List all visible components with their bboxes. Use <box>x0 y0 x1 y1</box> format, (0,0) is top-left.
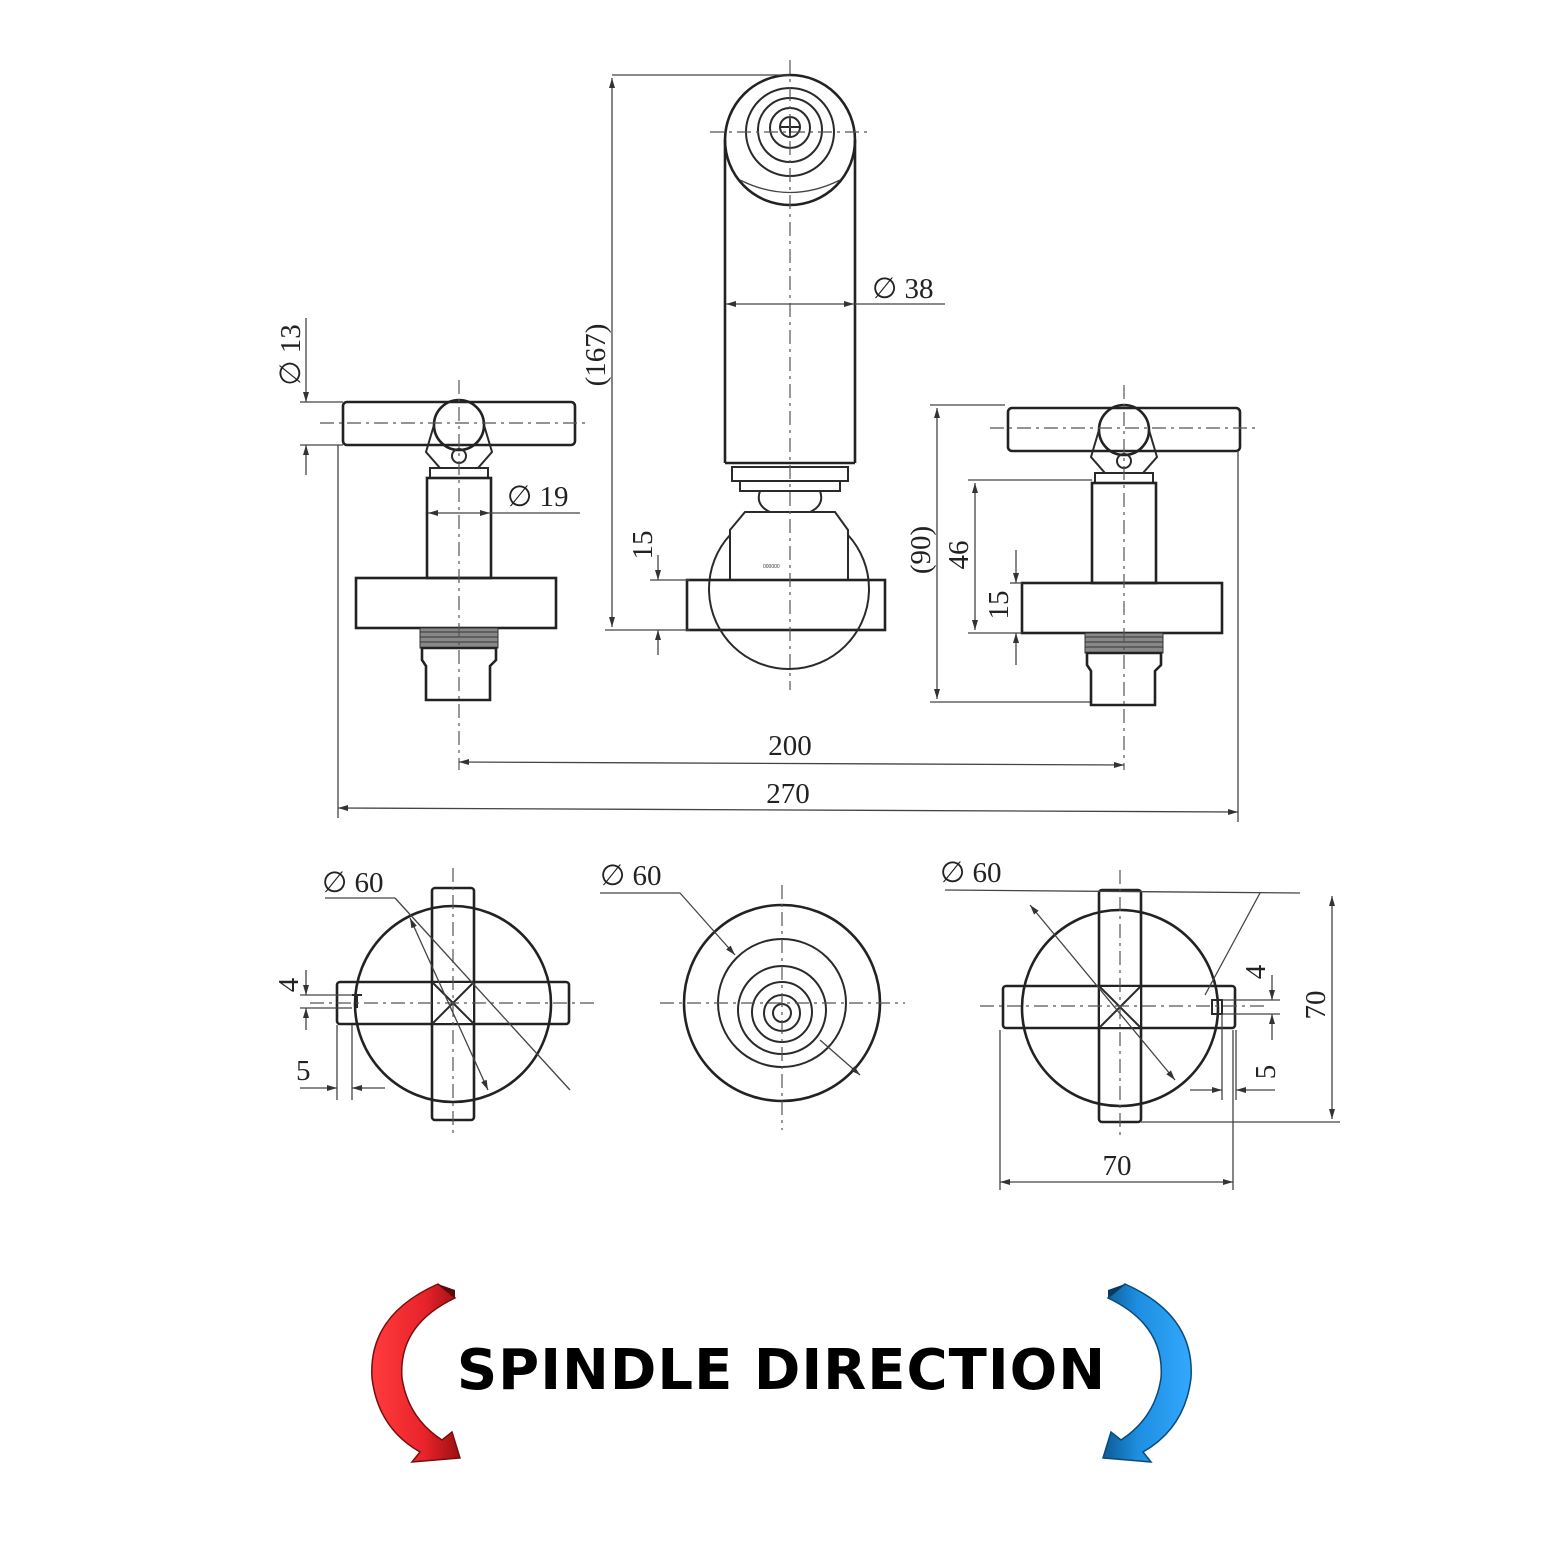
dim-plan-right-diameter: ∅ 60 <box>940 857 1002 889</box>
dim-plan-left-diameter: ∅ 60 <box>322 867 384 899</box>
dim-spout-base: 15 <box>627 531 659 560</box>
dim-left-slot-5: 5 <box>296 1055 311 1087</box>
dim-plan-width: 70 <box>1103 1150 1132 1182</box>
dim-handle-height: (90) <box>905 526 937 574</box>
cold-direction-arrow-icon <box>1102 1283 1192 1463</box>
right-handle-plan <box>944 870 1340 1190</box>
hot-direction-arrow-icon <box>371 1283 461 1463</box>
dim-flange-height: 15 <box>983 591 1015 620</box>
left-handle-plan <box>300 868 595 1135</box>
dim-spout-height: (167) <box>580 324 612 387</box>
elevation-dimensions <box>300 74 1239 822</box>
right-handle-elevation <box>990 385 1255 770</box>
dim-handle-diameter: ∅ 13 <box>275 324 307 386</box>
spout-elevation: 000000 <box>685 60 887 690</box>
dim-stem-height: 46 <box>943 541 975 570</box>
dim-stem-diameter: ∅ 19 <box>507 481 569 513</box>
spout-plan <box>600 885 905 1130</box>
dim-center-spacing: 200 <box>768 730 812 762</box>
dim-plan-height: 70 <box>1300 991 1332 1020</box>
spindle-direction-caption: SPINDLE DIRECTION <box>456 1338 1107 1403</box>
dim-left-slot-4: 4 <box>273 977 305 992</box>
dimension-labels: ∅ 38 (167) 15 ∅ 13 ∅ 19 (90) 46 15 200 2… <box>273 273 1332 1182</box>
dim-spout-diameter: ∅ 38 <box>872 273 934 305</box>
dim-right-slot-4: 4 <box>1240 964 1272 979</box>
right-thread-hatch <box>1084 632 1164 654</box>
left-handle-elevation <box>320 380 590 770</box>
dim-right-slot-5: 5 <box>1250 1065 1282 1080</box>
dim-overall-width: 270 <box>766 778 810 810</box>
svg-text:000000: 000000 <box>763 564 780 570</box>
dim-plan-center-diameter: ∅ 60 <box>600 860 662 892</box>
